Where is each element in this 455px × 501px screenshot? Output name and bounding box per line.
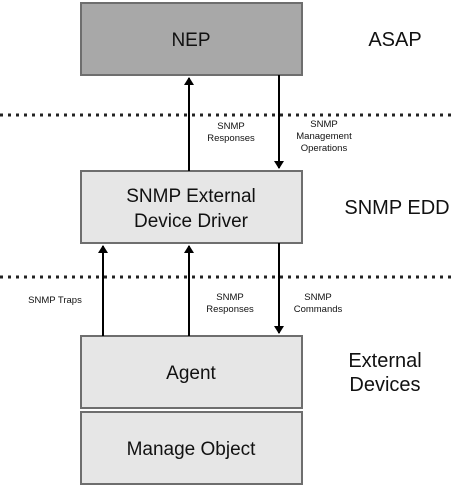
layer-label-external-1: External xyxy=(348,350,421,372)
label-mgmt-ops-2: Management xyxy=(296,131,352,142)
label-snmp-traps: SNMP Traps xyxy=(28,295,82,306)
label-snmp-responses-bottom-2: Responses xyxy=(206,304,254,315)
agent-label: Agent xyxy=(166,363,216,384)
label-snmp-commands-1: SNMP xyxy=(304,292,331,303)
layer-label-external-2: Devices xyxy=(349,374,420,396)
layer-label-asap: ASAP xyxy=(368,29,421,51)
manage-object-label: Manage Object xyxy=(127,439,257,460)
label-snmp-responses-top-2: Responses xyxy=(207,133,255,144)
label-snmp-responses-top-1: SNMP xyxy=(217,121,244,132)
label-mgmt-ops-3: Operations xyxy=(301,143,348,154)
label-mgmt-ops-1: SNMP xyxy=(310,119,337,130)
label-snmp-responses-bottom-1: SNMP xyxy=(216,292,243,303)
snmp-edd-label-line2: Device Driver xyxy=(134,211,249,232)
manage-object-box xyxy=(80,411,303,485)
snmp-edd-label-line1: SNMP External xyxy=(126,186,256,207)
agent-box xyxy=(80,335,303,409)
label-snmp-commands-2: Commands xyxy=(294,304,343,315)
snmp-edd-box xyxy=(80,170,303,244)
nep-label: NEP xyxy=(171,30,210,51)
nep-box xyxy=(80,2,303,76)
layer-label-snmp-edd: SNMP EDD xyxy=(344,197,449,219)
